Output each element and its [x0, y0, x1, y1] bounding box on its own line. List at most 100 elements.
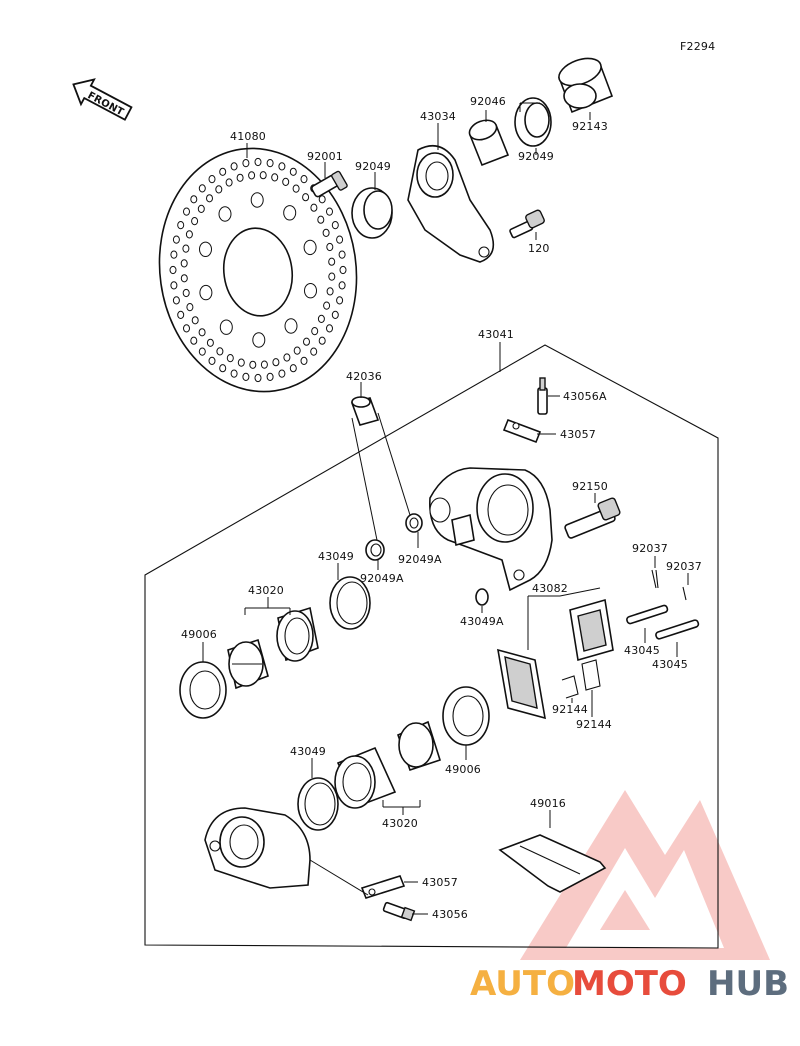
disc-hole: [206, 194, 213, 203]
label-43020-bottom: 43020: [382, 817, 418, 830]
disc-hole: [326, 207, 333, 216]
label-92049A-1: 92049A: [398, 553, 442, 566]
disc-hole: [336, 235, 344, 244]
disc-hole: [283, 353, 291, 362]
disc-hole: [198, 184, 206, 193]
caliper-body-lower: [204, 807, 311, 889]
disc-hole: [182, 288, 190, 298]
label-92037-a: 92037: [632, 542, 668, 555]
disc-hole: [230, 369, 238, 378]
disc-hole: [249, 360, 257, 369]
disc-hole: [278, 162, 286, 171]
brake-pad-43082-a: [569, 598, 614, 662]
disc-hole: [177, 221, 185, 230]
disc-hole: [254, 373, 262, 383]
disc-hole: [282, 177, 290, 186]
disc-hole: [215, 185, 223, 194]
disc-hole: [190, 195, 198, 204]
disc-hole: [338, 250, 346, 259]
disc-hole: [219, 167, 227, 176]
disc-hole: [326, 242, 334, 252]
disc-hole: [197, 204, 205, 213]
disc-hole: [289, 364, 297, 373]
disc-hole: [199, 284, 213, 301]
disc-hole: [248, 171, 256, 180]
label-92143: 92143: [572, 120, 608, 133]
dust-seal-49006-bottom: [442, 686, 490, 746]
ref-code: F2294: [680, 40, 715, 53]
disc-hole: [219, 319, 233, 335]
disc-hole: [236, 173, 244, 182]
disc-hole: [293, 346, 301, 355]
dust-seal-49006-left: [179, 661, 227, 719]
disc-hole: [338, 281, 346, 290]
disc-hole: [225, 178, 233, 187]
brake-disc: [158, 147, 358, 393]
disc-hole: [266, 159, 274, 168]
disc-hole: [322, 228, 330, 237]
disc-hole: [284, 318, 298, 334]
label-92049A-2: 92049A: [360, 572, 404, 585]
disc-hole: [326, 287, 334, 296]
disc-hole: [259, 171, 267, 180]
disc-hole: [170, 281, 178, 290]
cotter-pin-92037-b: [682, 586, 687, 601]
sleeve-92046: [468, 119, 510, 167]
label-43041: 43041: [478, 328, 514, 341]
disc-hole: [216, 347, 224, 356]
disc-hole: [242, 372, 250, 381]
disc-hole: [266, 372, 274, 381]
disc-hole: [242, 159, 250, 168]
disc-hole: [278, 369, 286, 378]
disc-hole: [300, 175, 308, 184]
pin-43045-b: [655, 619, 700, 640]
piston-insulator-bottom: [397, 720, 441, 772]
bolt-120: [509, 209, 545, 239]
disc-hole: [310, 203, 318, 212]
disc-hole: [252, 332, 266, 348]
disc-hole: [317, 314, 325, 323]
bleeder-43056A: [537, 377, 548, 415]
label-49006-left: 49006: [181, 628, 217, 641]
bolt-92150: [564, 497, 621, 539]
disc-hole: [300, 356, 308, 365]
disc-hole: [271, 173, 279, 182]
watermark-brand: AUTO MOTO HUB: [470, 964, 789, 1004]
disc-hole: [206, 338, 214, 347]
watermark-hub: HUB: [707, 964, 789, 1004]
label-43034: 43034: [420, 110, 456, 123]
label-43082: 43082: [532, 582, 568, 595]
caliper-body-upper: [429, 467, 553, 592]
front-arrow-icon: FRONT: [72, 78, 133, 121]
disc-hole: [328, 257, 336, 266]
disc-hole: [172, 235, 180, 244]
disc-hole: [191, 217, 199, 226]
disc-hole: [226, 354, 234, 363]
label-43020-top: 43020: [248, 584, 284, 597]
disc-hole: [230, 162, 238, 171]
disc-hole: [183, 207, 190, 216]
pad-spring-49016: [498, 834, 607, 893]
disc-hole: [302, 193, 310, 202]
disc-hole: [289, 167, 297, 176]
disc-hole: [177, 310, 185, 319]
label-92001: 92001: [307, 150, 343, 163]
pin-43045-a: [626, 604, 669, 625]
disc-hole: [169, 265, 177, 275]
disc-hole: [199, 241, 212, 258]
disc-hole: [303, 239, 317, 256]
disc-hole: [317, 215, 325, 224]
cotter-pin-92037-a: [651, 569, 659, 589]
label-92144-b: 92144: [576, 718, 612, 731]
label-42036: 42036: [346, 370, 382, 383]
disc-hole: [260, 360, 268, 369]
piston-43020-top: [276, 606, 319, 662]
part-labels: 41080 92001 92049 43034 92046 92049 9214…: [181, 95, 702, 921]
disc-hole: [331, 221, 339, 230]
label-49006-bottom: 49006: [445, 763, 481, 776]
disc-hole: [170, 250, 178, 259]
disc-hole: [208, 175, 216, 184]
assembly-outline: [144, 344, 719, 949]
